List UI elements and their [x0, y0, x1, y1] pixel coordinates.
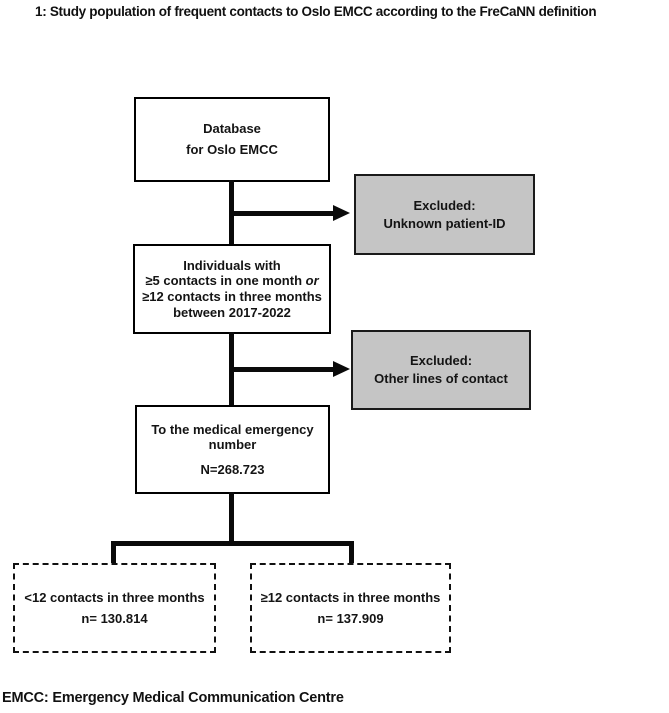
figure-title: 1: Study population of frequent contacts…: [35, 4, 597, 19]
arrowhead-right-icon: [333, 205, 350, 221]
branch-horizontal-line: [111, 541, 354, 546]
flow-box-medical-emergency-number: To the medical emergency number N=268.72…: [135, 405, 330, 494]
criteria-line2: ≥5 contacts in one month or: [145, 273, 318, 289]
branch-drop-left: [111, 541, 116, 565]
flow-box-12-or-more-contacts: ≥12 contacts in three months n= 137.909: [250, 563, 451, 653]
arrow-to-excluded-unknown-id: [229, 211, 334, 216]
connector-emergency-to-branch: [229, 492, 234, 546]
flow-box-inclusion-criteria: Individuals with ≥5 contacts in one mont…: [133, 244, 331, 334]
abbreviation-footnote: EMCC: Emergency Medical Communication Ce…: [2, 690, 344, 706]
branch-right-line1: ≥12 contacts in three months: [260, 589, 441, 605]
branch-left-n: n= 130.814: [81, 610, 148, 626]
arrowhead-right-icon: [333, 361, 350, 377]
arrow-to-excluded-other-lines: [229, 367, 334, 372]
criteria-line2-or: or: [305, 273, 319, 289]
flow-box-excluded-other-lines: Excluded: Other lines of contact: [351, 330, 531, 410]
criteria-line1: Individuals with: [183, 257, 281, 273]
criteria-line3: ≥12 contacts in three months: [142, 289, 322, 304]
flow-box-database-line2: for Oslo EMCC: [186, 142, 278, 157]
excluded2-line1: Excluded:: [409, 353, 473, 369]
excluded1-line2: Unknown patient-ID: [383, 215, 506, 231]
branch-drop-right: [349, 541, 354, 565]
excluded1-line1: Excluded:: [413, 197, 476, 213]
flow-box-under-12-contacts: <12 contacts in three months n= 130.814: [13, 563, 216, 653]
excluded2-line2: Other lines of contact: [374, 371, 508, 386]
criteria-line4: between 2017-2022: [173, 304, 291, 320]
flow-box-database-line1: Database: [203, 121, 261, 137]
flow-box-excluded-unknown-patient-id: Excluded: Unknown patient-ID: [354, 174, 535, 255]
branch-left-line1: <12 contacts in three months: [24, 589, 205, 605]
emergency-line2: number: [208, 437, 257, 453]
flow-box-database: Database for Oslo EMCC: [134, 97, 330, 182]
emergency-total-n: N=268.723: [200, 461, 265, 477]
branch-right-n: n= 137.909: [317, 610, 384, 626]
criteria-line2-text: ≥5 contacts in one month: [145, 273, 306, 289]
emergency-line1: To the medical emergency: [151, 421, 314, 437]
